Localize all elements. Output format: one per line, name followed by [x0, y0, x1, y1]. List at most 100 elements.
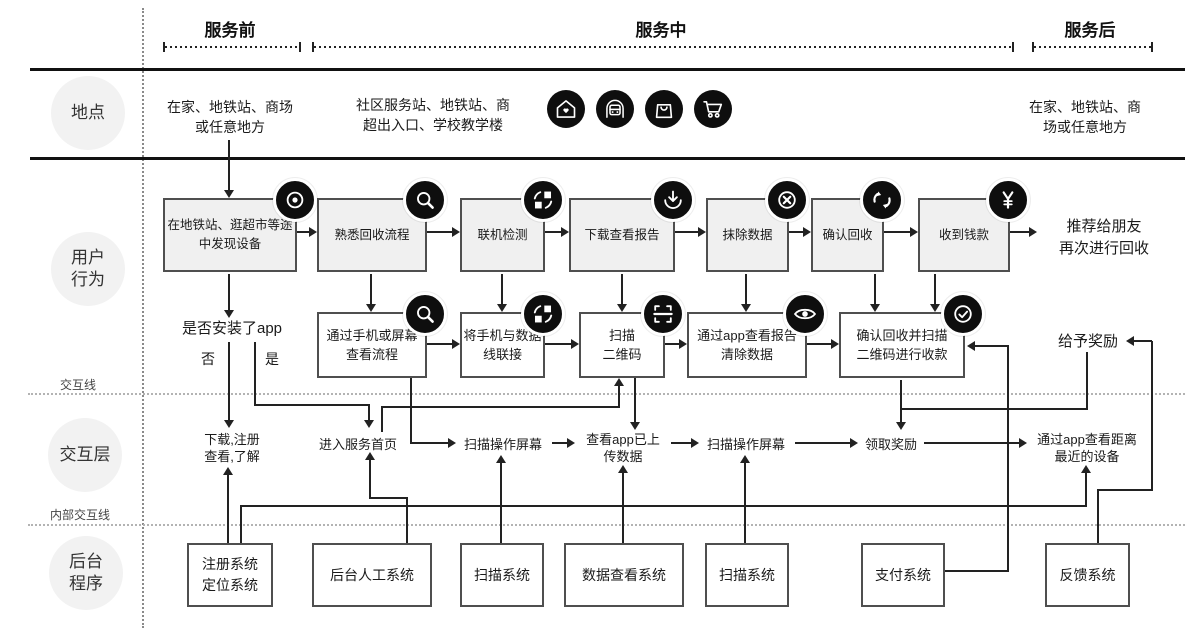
backend-box-label: 反馈系统	[1059, 566, 1116, 583]
flow-connector	[427, 343, 452, 345]
flow-arrow	[1029, 227, 1037, 237]
backend-box-scan-system-2: 扫描系统	[705, 543, 789, 607]
magnifier-icon	[403, 292, 447, 336]
behavior-box-label: 抹除数据	[722, 227, 773, 242]
app-installed-question: 是否安装了app	[181, 320, 283, 337]
interaction-view-nearest-device: 通过app查看距离 最近的设备	[1037, 432, 1137, 464]
flow-connector	[406, 498, 408, 543]
flow-connector	[634, 378, 636, 422]
behavior-box-label: 收到钱款	[938, 227, 989, 242]
flow-arrow	[1081, 465, 1091, 473]
behavior-box-label: 通过app查看报告 清除数据	[697, 327, 797, 363]
interaction-download-register: 下载,注册 查看,了解	[204, 432, 260, 464]
flow-connector	[254, 404, 370, 406]
behavior-box-scan-qr: 扫描 二维码	[579, 312, 665, 378]
interaction-view-uploaded-data: 查看app已上 传数据	[586, 432, 660, 464]
flow-arrow	[1019, 438, 1027, 448]
flow-connector	[671, 442, 691, 444]
section-line-top	[30, 68, 1185, 71]
download-icon	[651, 178, 695, 222]
flow-connector	[552, 442, 567, 444]
flow-connector	[807, 343, 831, 345]
flow-connector	[545, 343, 571, 345]
flow-connector	[381, 406, 620, 408]
flow-arrow	[448, 438, 456, 448]
flow-arrow	[452, 339, 460, 349]
behavior-box-confirm-scan-payment: 确认回收并扫描 二维码进行收款	[839, 312, 965, 378]
flow-arrow	[850, 438, 858, 448]
flow-arrow	[364, 420, 374, 428]
flow-connector	[369, 497, 408, 499]
flow-connector	[228, 274, 230, 310]
recycle-icon	[860, 178, 904, 222]
lane-label-user-behavior: 用户 行为	[51, 232, 125, 306]
behavior-box-label: 下载查看报告	[584, 227, 660, 242]
behavior-box-label: 确认回收并扫描 二维码进行收款	[856, 327, 948, 363]
backend-box-register-locate: 注册系统 定位系统	[187, 543, 273, 607]
flow-arrow	[930, 304, 940, 312]
flow-arrow	[224, 310, 234, 318]
interaction-scan-screen-1: 扫描操作屏幕	[463, 437, 542, 452]
flow-connector	[901, 408, 1088, 410]
flow-connector	[745, 274, 747, 304]
flow-connector	[1134, 340, 1152, 342]
flow-arrow	[618, 465, 628, 473]
sync-icon	[521, 178, 565, 222]
flow-connector	[884, 231, 910, 233]
flow-connector	[1085, 473, 1087, 506]
backend-box-label: 数据查看系统	[582, 566, 666, 583]
flow-arrow	[831, 339, 839, 349]
yen-icon	[986, 178, 1030, 222]
erase-x-icon	[765, 178, 809, 222]
flow-arrow	[567, 438, 575, 448]
flow-connector	[370, 274, 372, 304]
backend-box-label: 支付系统	[875, 566, 931, 583]
interaction-scan-screen-2: 扫描操作屏幕	[706, 437, 785, 452]
phase-after-label: 服务后	[1064, 21, 1116, 40]
referral-text: 推荐给朋友 再次进行回收	[1058, 218, 1149, 257]
flow-connector	[975, 345, 1008, 347]
flow-arrow	[614, 378, 624, 386]
flow-connector	[618, 386, 620, 406]
flow-connector	[410, 378, 412, 444]
flow-connector	[297, 231, 309, 233]
flow-arrow	[910, 227, 918, 237]
shopping-cart-icon	[694, 90, 732, 128]
metro-icon	[596, 90, 634, 128]
flow-connector	[228, 342, 230, 420]
backend-box-label: 扫描系统	[719, 566, 775, 583]
location-before-text: 在家、地铁站、商场 或任意地方	[167, 99, 293, 135]
flow-connector	[545, 231, 561, 233]
backend-box-data-view-system: 数据查看系统	[564, 543, 684, 607]
flow-connector	[227, 475, 229, 543]
flow-arrow	[740, 455, 750, 463]
house-heart-icon	[547, 90, 585, 128]
flow-connector	[1007, 345, 1009, 572]
flow-connector	[240, 506, 242, 543]
behavior-box-label: 将手机与数据 线联接	[463, 327, 542, 363]
behavior-box-label: 确认回收	[822, 227, 873, 242]
flow-connector	[1097, 490, 1099, 543]
target-icon	[273, 178, 317, 222]
backend-box-label: 扫描系统	[474, 566, 530, 583]
behavior-box-label: 熟悉回收流程	[334, 227, 410, 242]
flow-connector	[621, 274, 623, 304]
lane-divider-dotted-line	[142, 8, 144, 628]
backend-box-scan-system-1: 扫描系统	[460, 543, 544, 607]
flow-connector	[945, 570, 1009, 572]
backend-box-payment-system: 支付系统	[861, 543, 945, 607]
branch-no-label: 否	[201, 351, 215, 367]
flow-connector	[1086, 352, 1088, 409]
flow-connector	[934, 274, 936, 304]
phase-during-bracket	[312, 42, 1014, 52]
flow-connector	[501, 274, 503, 304]
flow-connector	[744, 463, 746, 543]
internal-interaction-line-label: 内部交互线	[50, 508, 111, 522]
flow-arrow	[617, 304, 627, 312]
flow-arrow	[741, 304, 751, 312]
flow-connector	[622, 473, 624, 543]
flow-arrow	[691, 438, 699, 448]
flow-connector	[924, 442, 1019, 444]
flow-arrow	[698, 227, 706, 237]
lane-label-interaction: 交互层	[48, 418, 122, 492]
